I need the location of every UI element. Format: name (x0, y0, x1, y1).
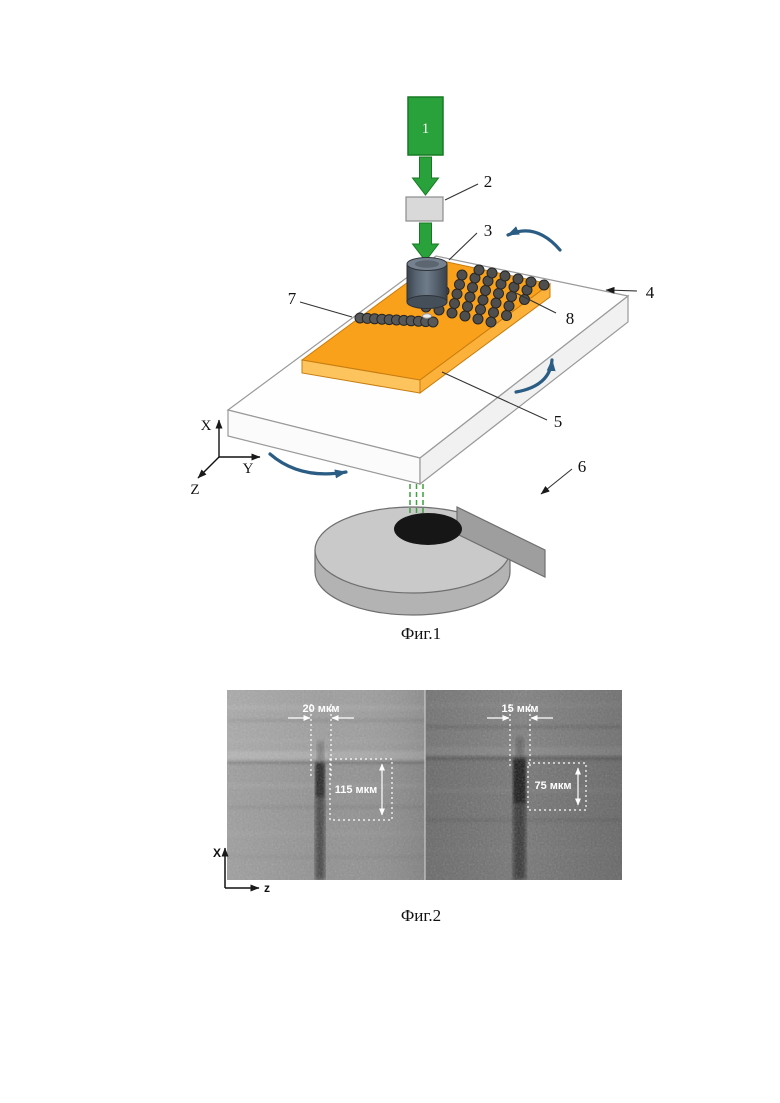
ref-label-6: 6 (578, 457, 587, 476)
fig2-z-axis-label: z (264, 881, 270, 895)
leader-lines (299, 183, 638, 495)
ref-label-5: 5 (554, 412, 563, 431)
fig1-caption: Фиг.1 (400, 624, 442, 643)
z-axis-label: Z (190, 482, 199, 498)
right-micrograph (425, 690, 622, 880)
leader-7 (299, 301, 353, 318)
left-width-label: 20 мкм (302, 703, 339, 715)
stage-aperture (394, 513, 462, 545)
z-axis (197, 456, 220, 479)
beam-arrow-lower (411, 222, 440, 262)
ref-label-4: 4 (646, 283, 655, 302)
laser-source-box (407, 96, 444, 156)
leader-4 (605, 286, 638, 294)
y-axis-label: Y (243, 461, 254, 477)
beam-dashed-lines (409, 484, 424, 513)
machined-hole-row (354, 312, 439, 328)
fig1-setup-diagram: 1 (190, 96, 655, 616)
right-depth-label: 75 мкм (534, 780, 571, 792)
ref-label-1: 1 (422, 121, 430, 137)
laser-source: 1 (407, 96, 444, 156)
x-axis-label: X (201, 418, 212, 434)
rotation-arrows (268, 226, 562, 479)
left-depth-label: 115 мкм (335, 784, 378, 796)
rotation-arrow-bottom (268, 452, 348, 479)
leader-3 (448, 232, 478, 261)
leader-5 (441, 371, 548, 421)
rotary-stage (314, 506, 546, 616)
fig2-caption: Фиг.2 (400, 906, 442, 925)
ref-label-2: 2 (484, 172, 493, 191)
left-depth-box (329, 758, 393, 821)
leader-2 (444, 183, 479, 201)
fig1-axes (197, 419, 261, 479)
left-micrograph (227, 690, 425, 880)
leader-6 (540, 468, 573, 495)
rotation-arrow-top (506, 226, 562, 252)
rotation-arrow-right (514, 358, 556, 394)
fig2-x-axis-label: X (213, 846, 221, 860)
leader-8 (513, 291, 557, 314)
ref-label-7: 7 (288, 289, 297, 308)
right-measurements (487, 704, 587, 811)
right-depth-box (527, 762, 587, 811)
objective-lens (406, 257, 448, 319)
left-measurements (288, 704, 393, 821)
laser-focus-spot (422, 313, 432, 319)
ref-label-8: 8 (566, 309, 575, 328)
attenuator-box (405, 196, 444, 222)
fig2-micrographs: 20 мкм 115 мкм 15 мкм 75 мкм X z (213, 690, 622, 895)
reference-labels: 2 3 4 5 6 7 8 (288, 172, 655, 476)
beam-arrow-upper (411, 156, 440, 196)
right-width-label: 15 мкм (501, 703, 538, 715)
fig2-axes (221, 847, 260, 892)
ref-label-3: 3 (484, 221, 493, 240)
